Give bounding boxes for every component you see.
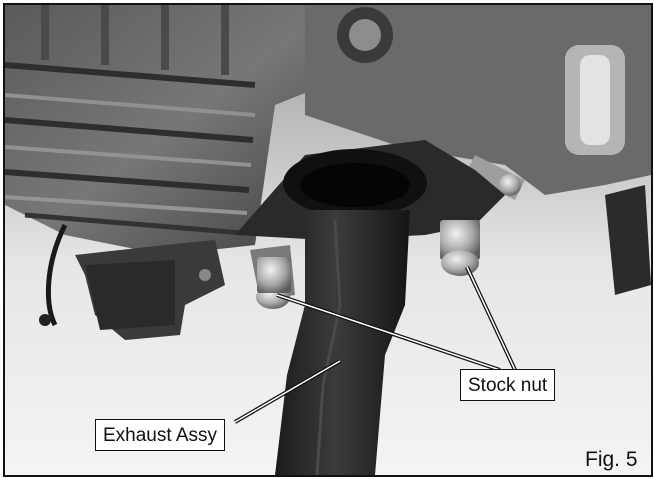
engine-underside-photo bbox=[5, 5, 651, 475]
stock-nut-right bbox=[440, 220, 480, 276]
exhaust-flange bbox=[235, 140, 505, 240]
exhaust-assy-callout: Exhaust Assy bbox=[95, 419, 226, 451]
figure-label: Fig. 5 bbox=[585, 448, 638, 471]
engine-mechanism bbox=[305, 5, 651, 295]
leader-lines bbox=[233, 266, 517, 424]
engine-block bbox=[5, 5, 335, 255]
mounting-bracket bbox=[39, 223, 225, 340]
stock-nut-left bbox=[250, 245, 295, 309]
stock-nut-callout: Stock nut bbox=[460, 369, 556, 401]
photo-frame bbox=[3, 3, 653, 477]
exhaust-pipe bbox=[275, 210, 410, 475]
